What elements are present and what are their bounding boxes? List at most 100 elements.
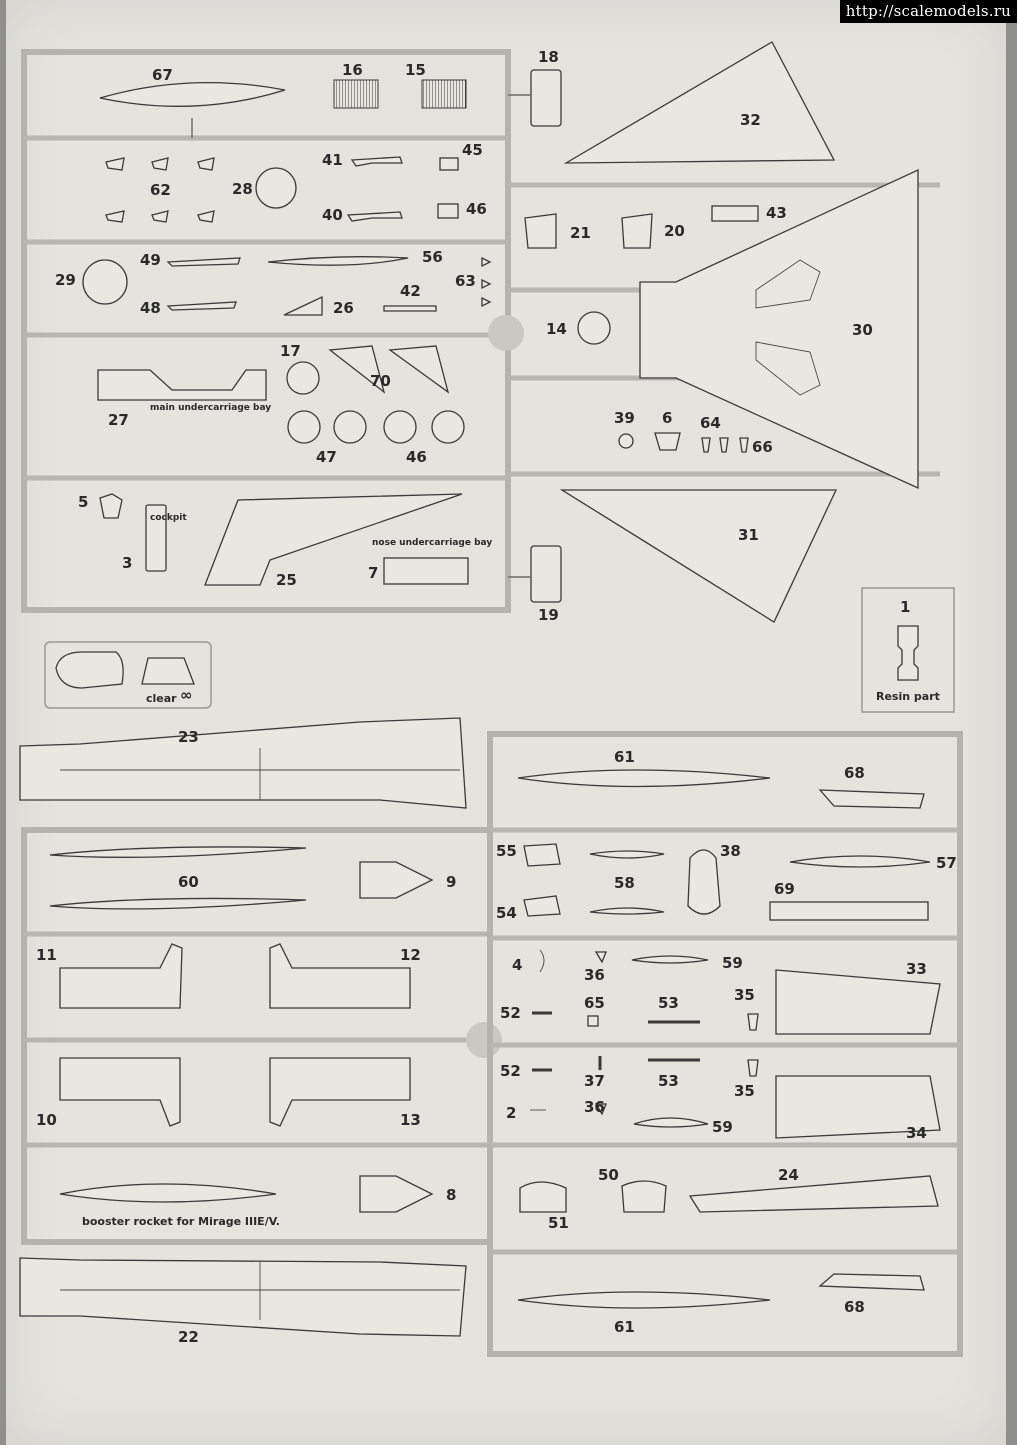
- label-36b: 36: [584, 1098, 605, 1116]
- label-38: 38: [720, 842, 741, 860]
- caption-clear: clear: [146, 692, 177, 705]
- infinity-symbol: ∞: [180, 686, 193, 704]
- part-43: [711, 205, 759, 222]
- part-11: [59, 943, 183, 1009]
- label-66: 66: [752, 438, 773, 456]
- label-45: 45: [462, 141, 483, 159]
- part-7: [383, 557, 469, 585]
- sprue-hub: [488, 315, 524, 351]
- part-42: [383, 305, 437, 312]
- label-70: 70: [370, 372, 391, 390]
- part-32: [563, 41, 836, 164]
- part-canopy: [141, 657, 195, 685]
- label-7: 7: [368, 564, 378, 582]
- part-35a: [747, 1013, 759, 1031]
- part-16: [333, 79, 379, 109]
- part-46a: [437, 203, 459, 219]
- part-36a: [594, 951, 607, 964]
- part-51: [519, 1181, 567, 1213]
- label-48: 48: [140, 299, 161, 317]
- part-40: [346, 211, 403, 222]
- parts-63: [481, 256, 492, 308]
- label-30: 30: [852, 321, 873, 339]
- part-56: [267, 256, 409, 266]
- caption-main-bay: main undercarriage bay: [150, 403, 271, 413]
- part-34: [775, 1075, 941, 1139]
- part-68b: [818, 1273, 925, 1291]
- label-21: 21: [570, 224, 591, 242]
- part-21: [524, 213, 557, 249]
- label-61b: 61: [614, 1318, 635, 1336]
- label-62: 62: [150, 181, 171, 199]
- part-17: [286, 361, 320, 395]
- part-13: [269, 1057, 411, 1127]
- label-4: 4: [512, 956, 522, 974]
- part-1: [897, 625, 919, 681]
- label-16: 16: [342, 61, 363, 79]
- label-53b: 53: [658, 1072, 679, 1090]
- part-35b: [747, 1059, 759, 1077]
- label-65: 65: [584, 994, 605, 1012]
- part-58a: [589, 850, 665, 859]
- part-30: [639, 168, 919, 490]
- label-61a: 61: [614, 748, 635, 766]
- label-52b: 52: [500, 1062, 521, 1080]
- part-67: [99, 82, 286, 138]
- label-27: 27: [108, 411, 129, 429]
- part-12: [269, 943, 411, 1009]
- part-24: [688, 1175, 939, 1213]
- label-8: 8: [446, 1186, 456, 1204]
- label-43: 43: [766, 204, 787, 222]
- part-4: [539, 949, 545, 973]
- part-55: [523, 843, 561, 867]
- label-56: 56: [422, 248, 443, 266]
- part-61a: [517, 769, 771, 788]
- label-50: 50: [598, 1166, 619, 1184]
- label-67: 67: [152, 66, 173, 84]
- part-48: [166, 301, 237, 311]
- label-14: 14: [546, 320, 567, 338]
- label-69: 69: [774, 880, 795, 898]
- label-39: 39: [614, 409, 635, 427]
- sprue-hub-2: [466, 1022, 502, 1058]
- part-61b: [517, 1291, 771, 1309]
- label-53a: 53: [658, 994, 679, 1012]
- label-9: 9: [446, 873, 456, 891]
- part-65: [587, 1015, 599, 1027]
- part-60a: [49, 846, 307, 858]
- part-20: [621, 213, 653, 249]
- label-1: 1: [900, 598, 910, 616]
- label-28: 28: [232, 180, 253, 198]
- label-34: 34: [906, 1124, 927, 1142]
- part-41: [350, 156, 403, 167]
- part-70b: [388, 345, 450, 394]
- label-26: 26: [333, 299, 354, 317]
- label-51: 51: [548, 1214, 569, 1232]
- part-19: [530, 545, 562, 603]
- sprue-frame-b: [21, 827, 502, 1245]
- parts-64-66: [701, 437, 749, 453]
- part-canopy-frame: [55, 651, 124, 689]
- label-19: 19: [538, 606, 559, 624]
- label-60: 60: [178, 873, 199, 891]
- caption-resin: Resin part: [876, 690, 940, 703]
- part-23: [19, 717, 467, 809]
- part-6: [654, 432, 681, 451]
- label-29: 29: [55, 271, 76, 289]
- label-17: 17: [280, 342, 301, 360]
- sprue-frame-a: [21, 49, 940, 613]
- label-6: 6: [662, 409, 672, 427]
- label-15: 15: [405, 61, 426, 79]
- label-64: 64: [700, 414, 721, 432]
- part-60b: [49, 897, 307, 910]
- label-25: 25: [276, 571, 297, 589]
- caption-booster: booster rocket for Mirage IIIE/V.: [82, 1215, 280, 1228]
- label-32: 32: [740, 111, 761, 129]
- part-18: [530, 69, 562, 127]
- part-58b: [589, 907, 665, 915]
- part-31: [559, 489, 838, 623]
- label-55: 55: [496, 842, 517, 860]
- label-52a: 52: [500, 1004, 521, 1022]
- watermark-url[interactable]: http://scalemodels.ru: [839, 0, 1017, 23]
